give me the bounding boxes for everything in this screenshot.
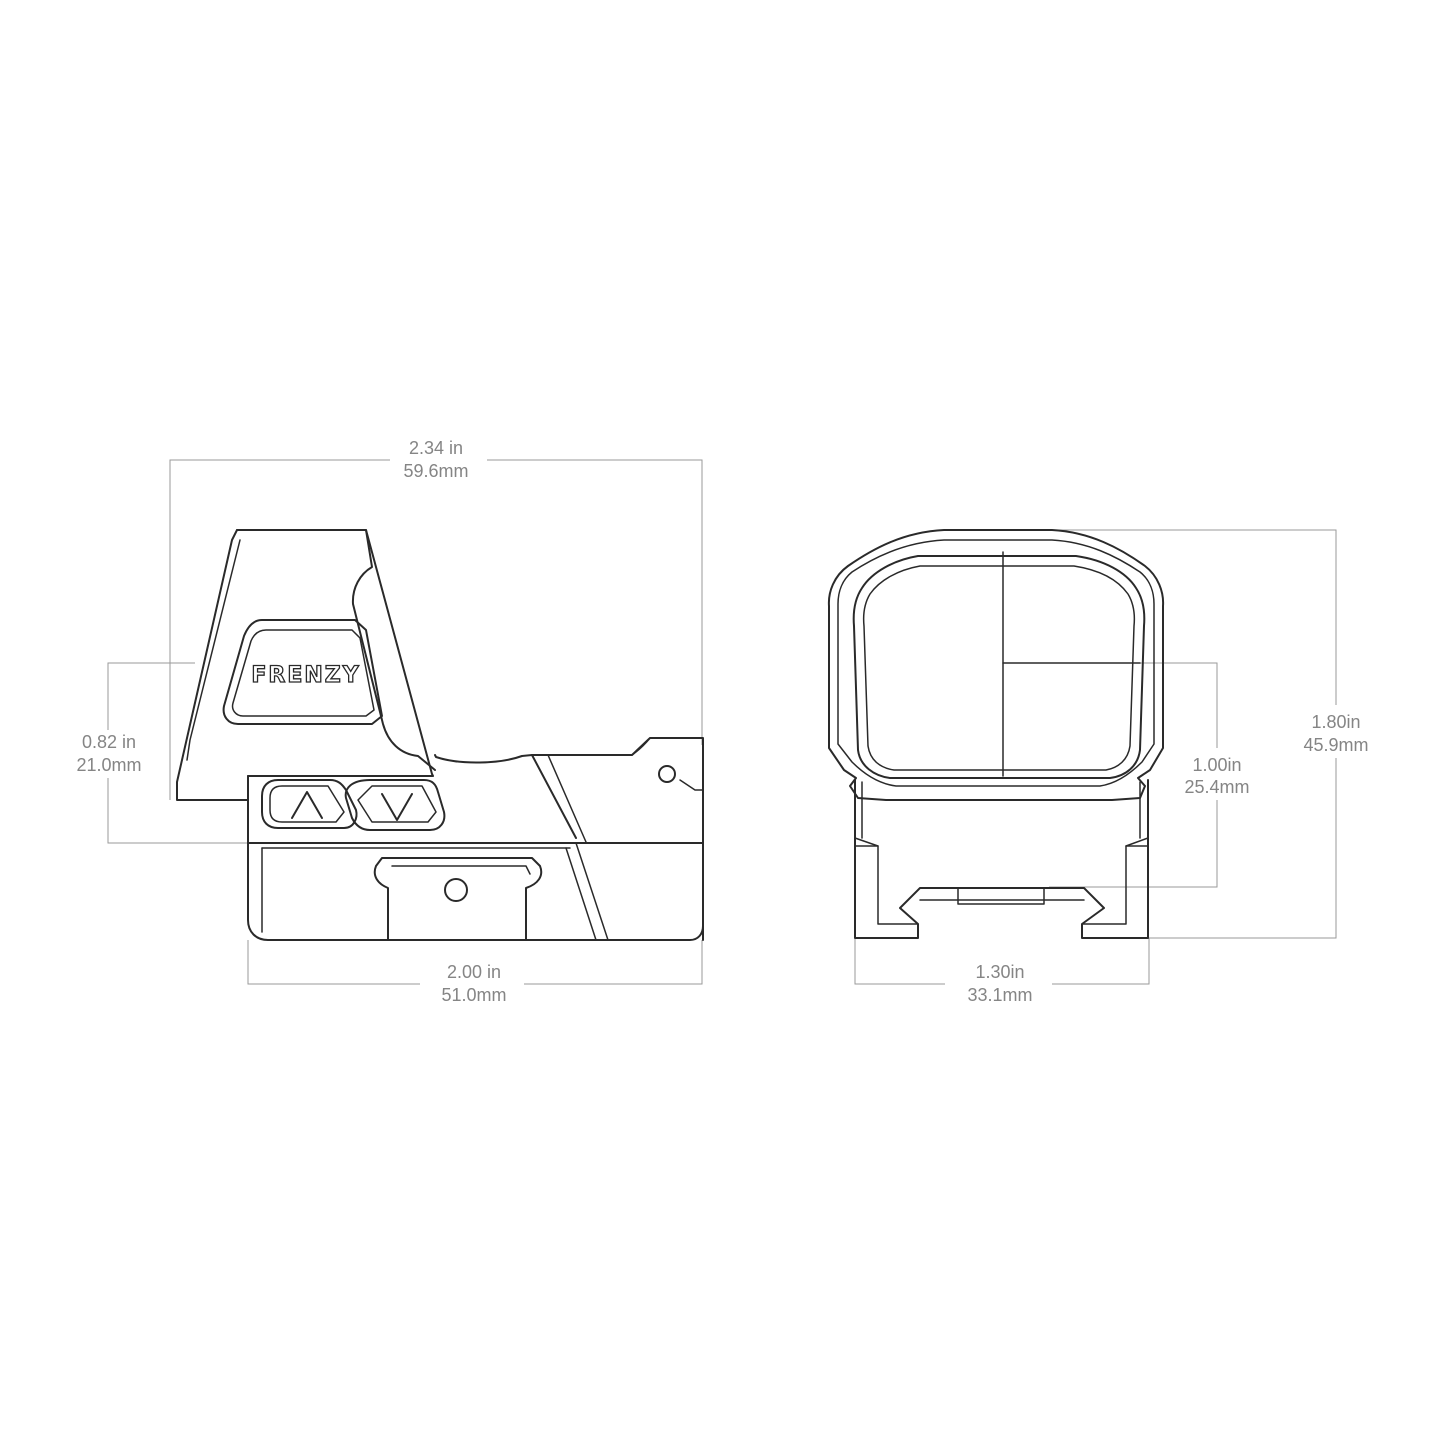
overall-width-mm: 33.1mm	[967, 985, 1032, 1005]
side-screw-icon	[658, 765, 676, 783]
bore-height-mm: 25.4mm	[1184, 777, 1249, 797]
lens-window	[852, 555, 1146, 779]
chevron-down-icon	[381, 793, 413, 821]
overall-width-dimension: 1.30in 33.1mm	[854, 890, 1150, 1005]
window-height-dimension: 0.82 in 21.0mm	[76, 662, 255, 844]
chevron-up-icon	[291, 791, 323, 819]
window-height-in: 0.82 in	[82, 732, 136, 752]
front-view: 1.80in 45.9mm 1.00in 25.4mm 1.30in 33.1m…	[827, 529, 1369, 1005]
window-height-mm: 21.0mm	[76, 755, 141, 775]
side-view: 2.34 in 59.6mm 0.82 in 21.0mm 2.00 in 51…	[76, 438, 704, 1005]
base-length-mm: 51.0mm	[441, 985, 506, 1005]
mount-screw-icon	[444, 878, 468, 902]
overall-length-in: 2.34 in	[409, 438, 463, 458]
bore-height-in: 1.00in	[1192, 755, 1241, 775]
brightness-up-button[interactable]	[261, 779, 358, 829]
brand-label: FRENZY	[251, 663, 360, 688]
overall-length-mm: 59.6mm	[403, 461, 468, 481]
brightness-down-button[interactable]	[344, 779, 446, 831]
base-length-dimension: 2.00 in 51.0mm	[247, 940, 703, 1005]
overall-height-dimension: 1.80in 45.9mm	[1040, 529, 1369, 939]
front-hood	[827, 529, 1165, 801]
side-button-rail	[247, 754, 587, 843]
side-base	[247, 834, 704, 941]
overall-width-in: 1.30in	[975, 962, 1024, 982]
overall-height-in: 1.80in	[1311, 712, 1360, 732]
front-base	[854, 779, 1149, 939]
base-length-in: 2.00 in	[447, 962, 501, 982]
overall-length-dimension: 2.34 in 59.6mm	[169, 438, 703, 800]
side-hood: FRENZY	[176, 529, 704, 941]
overall-height-mm: 45.9mm	[1303, 735, 1368, 755]
